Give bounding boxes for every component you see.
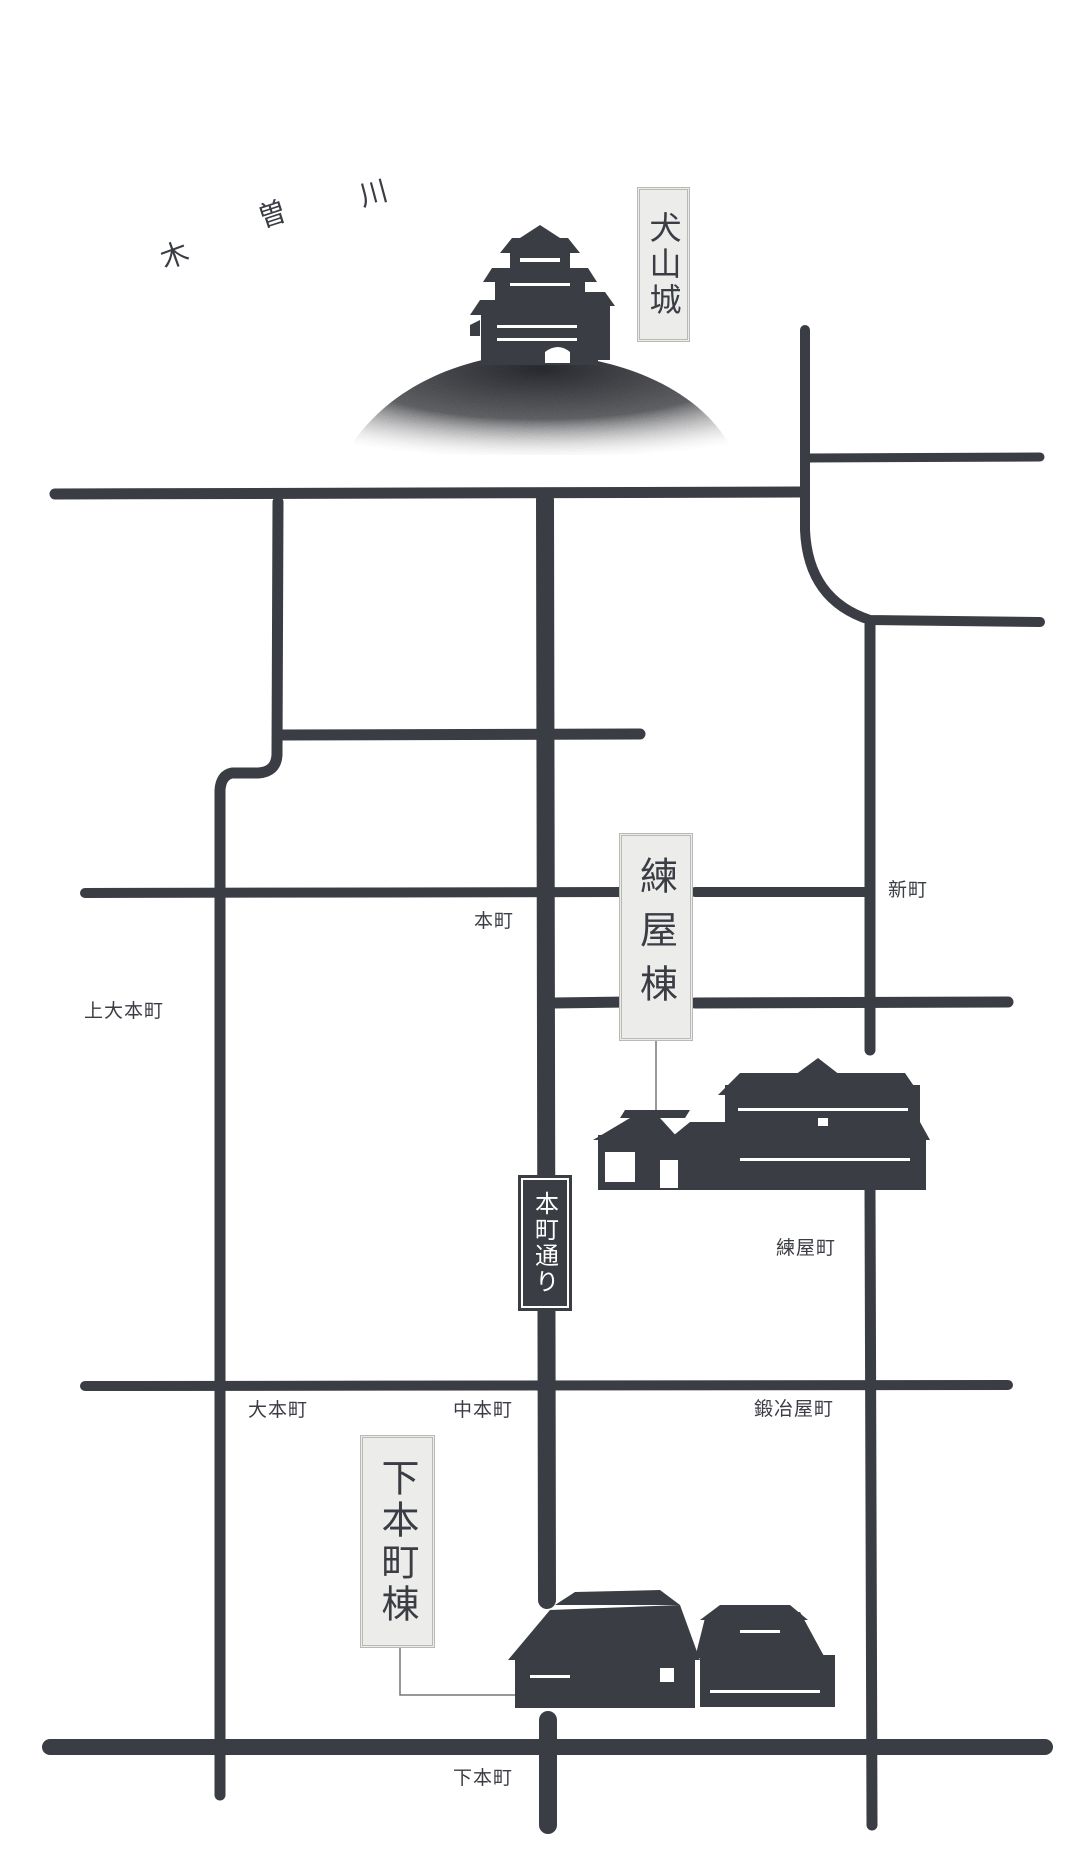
town-shimohonmachi: 下本町 (453, 1767, 514, 1789)
road-north-west (214, 496, 284, 1801)
road-east-curve (800, 325, 1045, 627)
town-neriyamachi: 練屋町 (776, 1237, 837, 1259)
road-cross-1 (272, 728, 646, 741)
road-honmachi-row (80, 887, 630, 898)
road-neriya-row-east (689, 996, 1014, 1009)
town-kajiyamachi: 鍛冶屋町 (754, 1398, 835, 1420)
town-omotomachi: 大本町 (248, 1399, 309, 1421)
neriya-building-label-text: 練屋棟 (633, 856, 678, 1018)
road-castle-street (49, 486, 806, 500)
castle-label: 犬山城 (637, 187, 690, 342)
castle-hill (345, 353, 735, 455)
town-nakahonmachi: 中本町 (453, 1399, 514, 1421)
castle-label-text: 犬山城 (644, 210, 683, 319)
neriya-building-label[interactable]: 練屋棟 (619, 833, 693, 1041)
shimohonmachi-building-label-text: 下本町棟 (375, 1457, 419, 1626)
road-omotomachi-row (80, 1380, 1013, 1391)
town-honmachi: 本町 (474, 910, 515, 932)
neriya-building-icon (593, 1058, 930, 1190)
honmachi-dori-label-text: 本町通り (530, 1191, 559, 1295)
road-honmachi-dori (536, 491, 556, 1609)
town-shinmachi: 新町 (888, 879, 929, 901)
shimohonmachi-building-label[interactable]: 下本町棟 (360, 1435, 435, 1648)
honmachi-dori-label: 本町通り (518, 1175, 572, 1311)
shimohonmachi-building-icon (508, 1590, 835, 1708)
road-east-vertical-south (864, 1184, 878, 1831)
town-kamiomotomachi: 上大本町 (84, 1000, 165, 1022)
road-neriya-row (547, 996, 634, 1009)
castle-icon (470, 225, 615, 365)
road-east-top (803, 452, 1045, 463)
